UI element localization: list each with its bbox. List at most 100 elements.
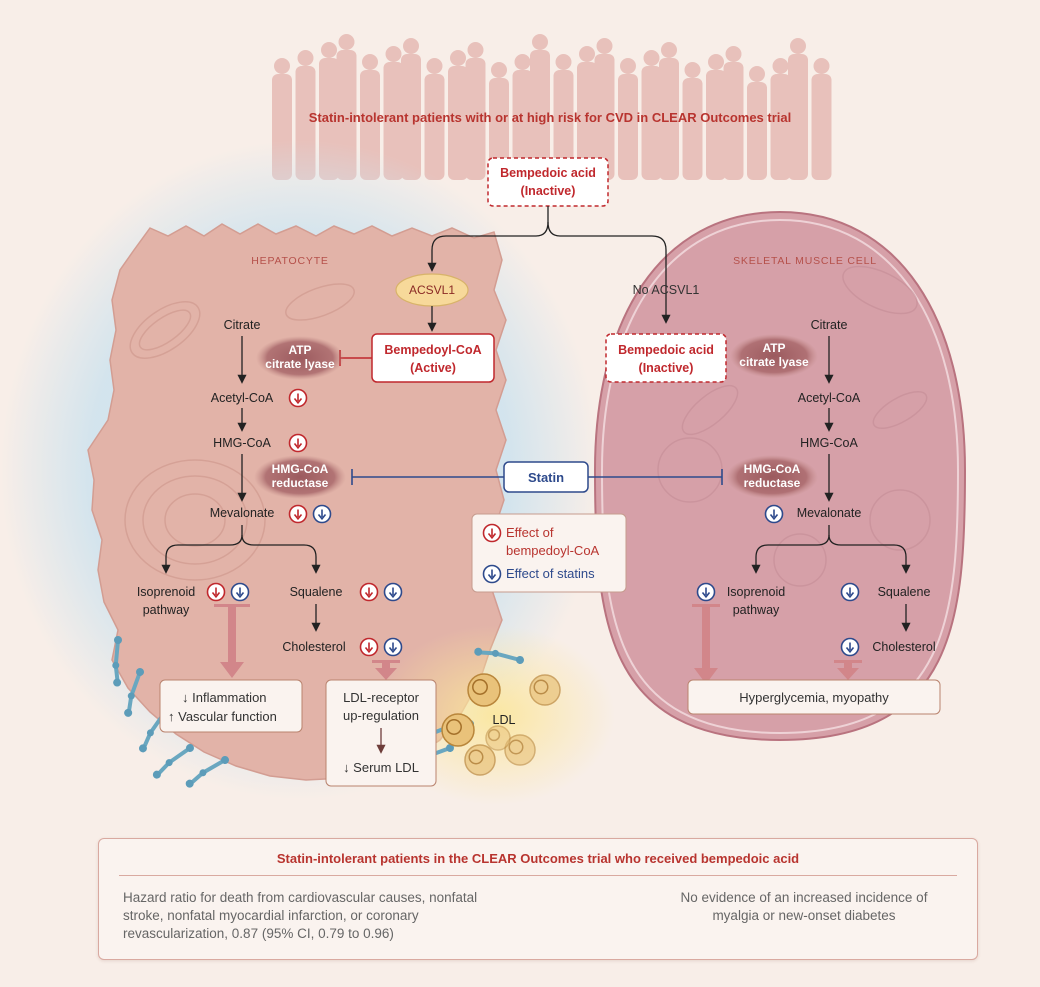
hep-acetyl-coa: Acetyl-CoA [211, 391, 274, 405]
muscle-bempedoic-acid-inactive-box [605, 333, 727, 383]
muscle-squalene: Squalene [878, 585, 931, 599]
muscle-cell-label: SKELETAL MUSCLE CELL [733, 255, 877, 267]
bempedoyl-effect-down-icon [359, 637, 379, 657]
statin-effect-down-icon [312, 504, 332, 524]
hep-atp-citrate-lyase [256, 336, 344, 380]
ldl-particle-core [533, 679, 549, 695]
hep-citrate: Citrate [224, 318, 261, 332]
ldl-particle [467, 673, 501, 707]
muscle-reductase-line2: reductase [744, 476, 801, 490]
statin-effect-down-icon [383, 582, 403, 602]
bempedoic-acid-label: Bempedoic acid [500, 166, 596, 180]
muscle-branch [751, 525, 911, 574]
up-regulation-label: up-regulation [343, 708, 419, 723]
ldl-particle-core [446, 719, 462, 735]
statin-effect-down-icon [230, 582, 250, 602]
statin-effect-down-icon [764, 504, 784, 524]
person-body [682, 78, 703, 180]
hep-reductase-line2: reductase [272, 476, 329, 490]
person-body [811, 74, 832, 180]
person-body [553, 70, 574, 180]
legend-box [471, 513, 627, 593]
person-body [723, 62, 744, 180]
ldl-particle-core [468, 749, 484, 765]
hep-isoprenoid-line1: Isoprenoid [137, 585, 195, 599]
person-head [514, 54, 531, 70]
vascular-function-label: ↑ Vascular function [168, 709, 277, 724]
muscle-reductase-line1: HMG-CoA [744, 462, 801, 476]
person-head [426, 58, 443, 74]
hep-squalene: Squalene [290, 585, 343, 599]
bempedoyl-effect-down-icon [288, 504, 308, 524]
ldl-receptor [185, 756, 229, 788]
muscle-citrate-lyase-label: citrate lyase [739, 355, 809, 369]
person-body [618, 74, 638, 180]
statin-effect-down-icon [840, 637, 860, 657]
person-head [385, 46, 402, 62]
bempedoyl-coa-active-label: (Active) [410, 361, 456, 375]
hep-atp-label: ATP [288, 343, 311, 357]
person-body [747, 82, 767, 180]
person-head [596, 38, 613, 54]
hep-reductase-line1: HMG-CoA [272, 462, 329, 476]
person-head [362, 54, 378, 70]
statin-effect-down-icon [696, 582, 716, 602]
hep-isoprenoid-line2: pathway [143, 603, 190, 617]
inflammation-outcome-box [159, 679, 303, 733]
person-head [620, 58, 636, 74]
person-body [448, 66, 468, 180]
muscle-hmg-coa: HMG-CoA [800, 436, 858, 450]
summary-safety: No evidence of an increased incidence of… [680, 890, 928, 923]
person-head [555, 54, 572, 70]
acsvl1-label: ACSVL1 [409, 283, 455, 297]
ldl-particle-core [508, 739, 524, 755]
hepatocyte-organelles [124, 283, 355, 581]
muscle-outcome-box [687, 679, 941, 715]
person-body [594, 54, 615, 180]
muscle-atp-label: ATP [762, 341, 785, 355]
ldl-label: LDL [493, 713, 516, 727]
person-body [659, 58, 679, 180]
population-header: Statin-intolerant patients with or at hi… [309, 110, 792, 125]
person-head [579, 46, 595, 62]
muscle-effect-arrows [692, 604, 862, 684]
ldl-receptor [474, 647, 524, 664]
person-body [577, 62, 597, 180]
ldl-particle-core [472, 679, 488, 695]
person-head [684, 62, 701, 78]
person-head [450, 50, 466, 66]
statin-box [503, 461, 589, 493]
summary-panel: Statin-intolerant patients in the CLEAR … [98, 838, 978, 960]
muscle-isoprenoid-line2: pathway [733, 603, 780, 617]
hep-effect-arrows [214, 604, 400, 680]
person-body [641, 66, 662, 180]
person-head [467, 42, 484, 58]
person-body [770, 74, 791, 180]
summary-title: Statin-intolerant patients in the CLEAR … [276, 851, 800, 866]
hep-cholesterol: Cholesterol [282, 640, 345, 654]
muscle-isoprenoid-line1: Isoprenoid [727, 585, 785, 599]
person-head [790, 38, 806, 54]
person-body [512, 70, 533, 180]
legend-bempedoyl-line1: Effect of [506, 525, 554, 540]
muscle-outcome-label: Hyperglycemia, myopathy [739, 690, 889, 705]
hep-mevalonate: Mevalonate [210, 506, 275, 520]
person-body [424, 74, 445, 180]
person-head [338, 34, 355, 50]
person-body [383, 62, 404, 180]
person-head [297, 50, 314, 66]
muscle-mevalonate: Mevalonate [797, 506, 862, 520]
muscle-hmg-coa-reductase [726, 455, 818, 499]
summary-divider [119, 875, 957, 876]
hep-branch [161, 525, 321, 574]
person-body [401, 54, 421, 180]
drug-distribution-bracket [427, 206, 671, 324]
ldl-receptor [112, 636, 122, 687]
inflammation-label: ↓ Inflammation [182, 690, 267, 705]
ldl-particle [464, 744, 496, 776]
statin-effect-down-icon [482, 564, 502, 584]
person-head [708, 54, 724, 70]
statin-inhibition-lines [351, 469, 723, 485]
person-body [530, 50, 550, 180]
